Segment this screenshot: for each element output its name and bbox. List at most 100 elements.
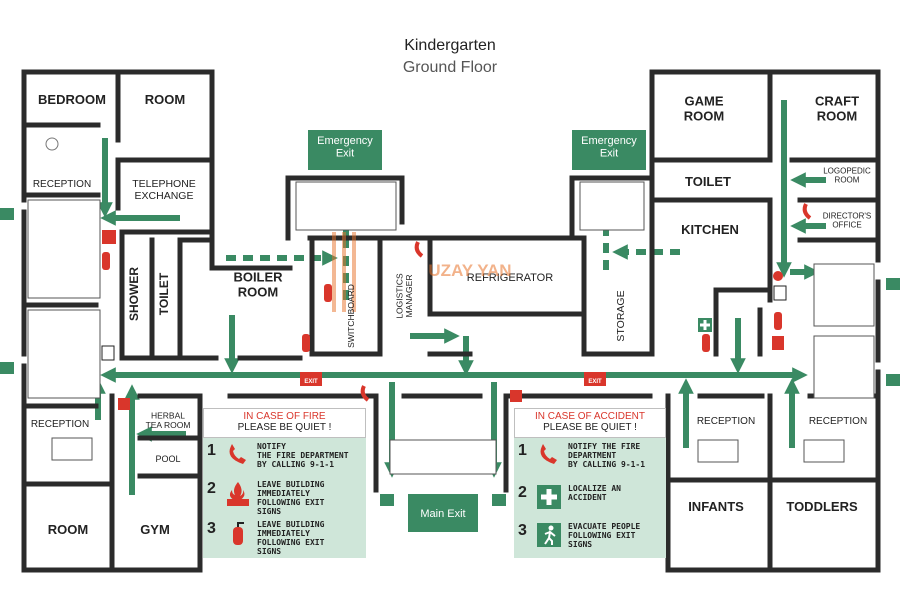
fire-step-number: 2 [207,480,216,497]
watermark-text: UZAY YAN [428,261,511,280]
first-aid-icon [698,318,712,332]
accident-step-number: 2 [518,484,527,501]
alarm-box-icon [102,230,116,244]
stairs-exit-left [295,181,397,231]
running-exit-icon [0,208,14,220]
accident-panel-title: IN CASE OF ACCIDENT [534,411,645,422]
emergency-exit-right [572,130,646,170]
room-label-toddlers: TODDLERS [786,499,858,514]
room-label-reception-toddlers: RECEPTION [809,416,867,427]
fire-step-3: 3 LEAVE BUILDING IMMEDIATELY FOLLOWING E… [207,520,377,556]
running-exit-icon [886,374,900,386]
room-label-reception-left: RECEPTION [31,419,89,430]
fire-extinguisher-icon [324,284,332,302]
emergency-exit-left [308,130,382,170]
room-label-bedroom: BEDROOM [38,92,106,107]
accident-step-text: LOCALIZE AN ACCIDENT [568,484,621,502]
running-exit-icon [492,494,506,506]
room-label-refrigerator: REFRIGERATOR [467,272,553,284]
fire-step-1: 1 NOTIFY THE FIRE DEPARTMENT BY CALLING … [207,442,377,469]
room-label-pool: POOL [155,454,180,464]
first-aid-icon [537,485,561,509]
electric-panel-icon [773,285,787,301]
stairs-left-bottom [27,309,101,399]
phone-icon [229,444,246,464]
room-label-switchboard: SWITCHBOARD [346,284,356,348]
room-label-reception-infants: RECEPTION [697,416,755,427]
fire-instructions-panel: IN CASE OF FIRE PLEASE BE QUIET ! 1 NOTI… [203,408,366,558]
fire-panel-title: IN CASE OF FIRE [243,411,326,422]
fire-step-text: LEAVE BUILDING IMMEDIATELY FOLLOWING EXI… [257,480,325,516]
fire-step-number: 1 [207,442,216,459]
fire-panel-subtitle: PLEASE BE QUIET ! [237,422,332,433]
alarm-box-icon [772,336,784,350]
room-label-gym: GYM [140,522,170,537]
accident-panel-subtitle: PLEASE BE QUIET ! [543,422,637,433]
fire-step-text: NOTIFY THE FIRE DEPARTMENT BY CALLING 9-… [257,442,349,469]
room-label-room-top: ROOM [145,92,185,107]
electric-panel-icon [101,345,115,361]
exit-sign-label: EXIT [304,379,318,385]
running-exit-icon [380,494,394,506]
accident-step-number: 1 [518,442,527,459]
fire-step-number: 3 [207,520,216,537]
accident-step-2: 2 LOCALIZE AN ACCIDENT [518,484,688,510]
exit-sign-icon [300,372,322,386]
plan-title: Kindergarten [404,37,496,54]
stairs-left-top [27,199,101,299]
exit-sign-label: EXIT [588,379,602,385]
accident-step-1: 1 NOTIFY THE FIRE DEPARTMENT BY CALLING … [518,442,688,469]
room-label-room-bottom: ROOM [48,522,88,537]
room-label-infants: INFANTS [688,499,744,514]
fire-step-text: LEAVE BUILDING IMMEDIATELY FOLLOWING EXI… [257,520,325,556]
phone-icon [802,203,812,220]
room-label-toilet: TOILET [157,272,171,315]
exit-sign-icon [584,372,606,386]
fire-step-2: 2 LEAVE BUILDING IMMEDIATELY FOLLOWING E… [207,480,377,516]
main-exit [408,494,478,532]
running-exit-icon [0,362,14,374]
fire-extinguisher-icon [233,522,244,545]
stairs-right-bottom [813,335,875,399]
stairs-main-exit [389,439,497,475]
elevator-icon [803,439,845,463]
room-label-reception: RECEPTION [33,179,91,190]
accident-step-text: NOTIFY THE FIRE DEPARTMENT BY CALLING 9-… [568,442,646,469]
room-label-kitchen: KITCHEN [681,222,739,237]
phone-icon [360,385,370,402]
main-exit-label: Main Exit [420,508,465,520]
alarm-bell-icon [510,390,522,402]
room-label-toilet-right: TOILET [685,174,731,189]
accident-step-3: 3 EVACUATE PEOPLE FOLLOWING EXIT SIGNS [518,522,688,549]
fire-extinguisher-icon [774,312,782,330]
alarm-light-icon [773,271,783,281]
room-label-shower: SHOWER [127,267,141,321]
accident-step-text: EVACUATE PEOPLE FOLLOWING EXIT SIGNS [568,522,641,549]
elevator-icon [51,437,93,461]
phone-icon [414,241,424,258]
watermark-logo [332,232,356,312]
stairs-exit-right [579,181,645,231]
running-exit-icon [537,523,561,547]
running-exit-icon [886,278,900,290]
room-label-logistics-manager: LOGISTICSMANAGER [394,273,414,319]
room-label-storage: STORAGE [615,290,627,341]
fire-extinguisher-icon [302,334,310,352]
stairs-right-top [813,263,875,327]
fire-extinguisher-icon [702,334,710,352]
plan-subtitle: Ground Floor [402,59,498,76]
fire-extinguisher-icon [102,252,110,270]
accident-step-number: 3 [518,522,527,539]
elevator-icon [697,439,739,463]
